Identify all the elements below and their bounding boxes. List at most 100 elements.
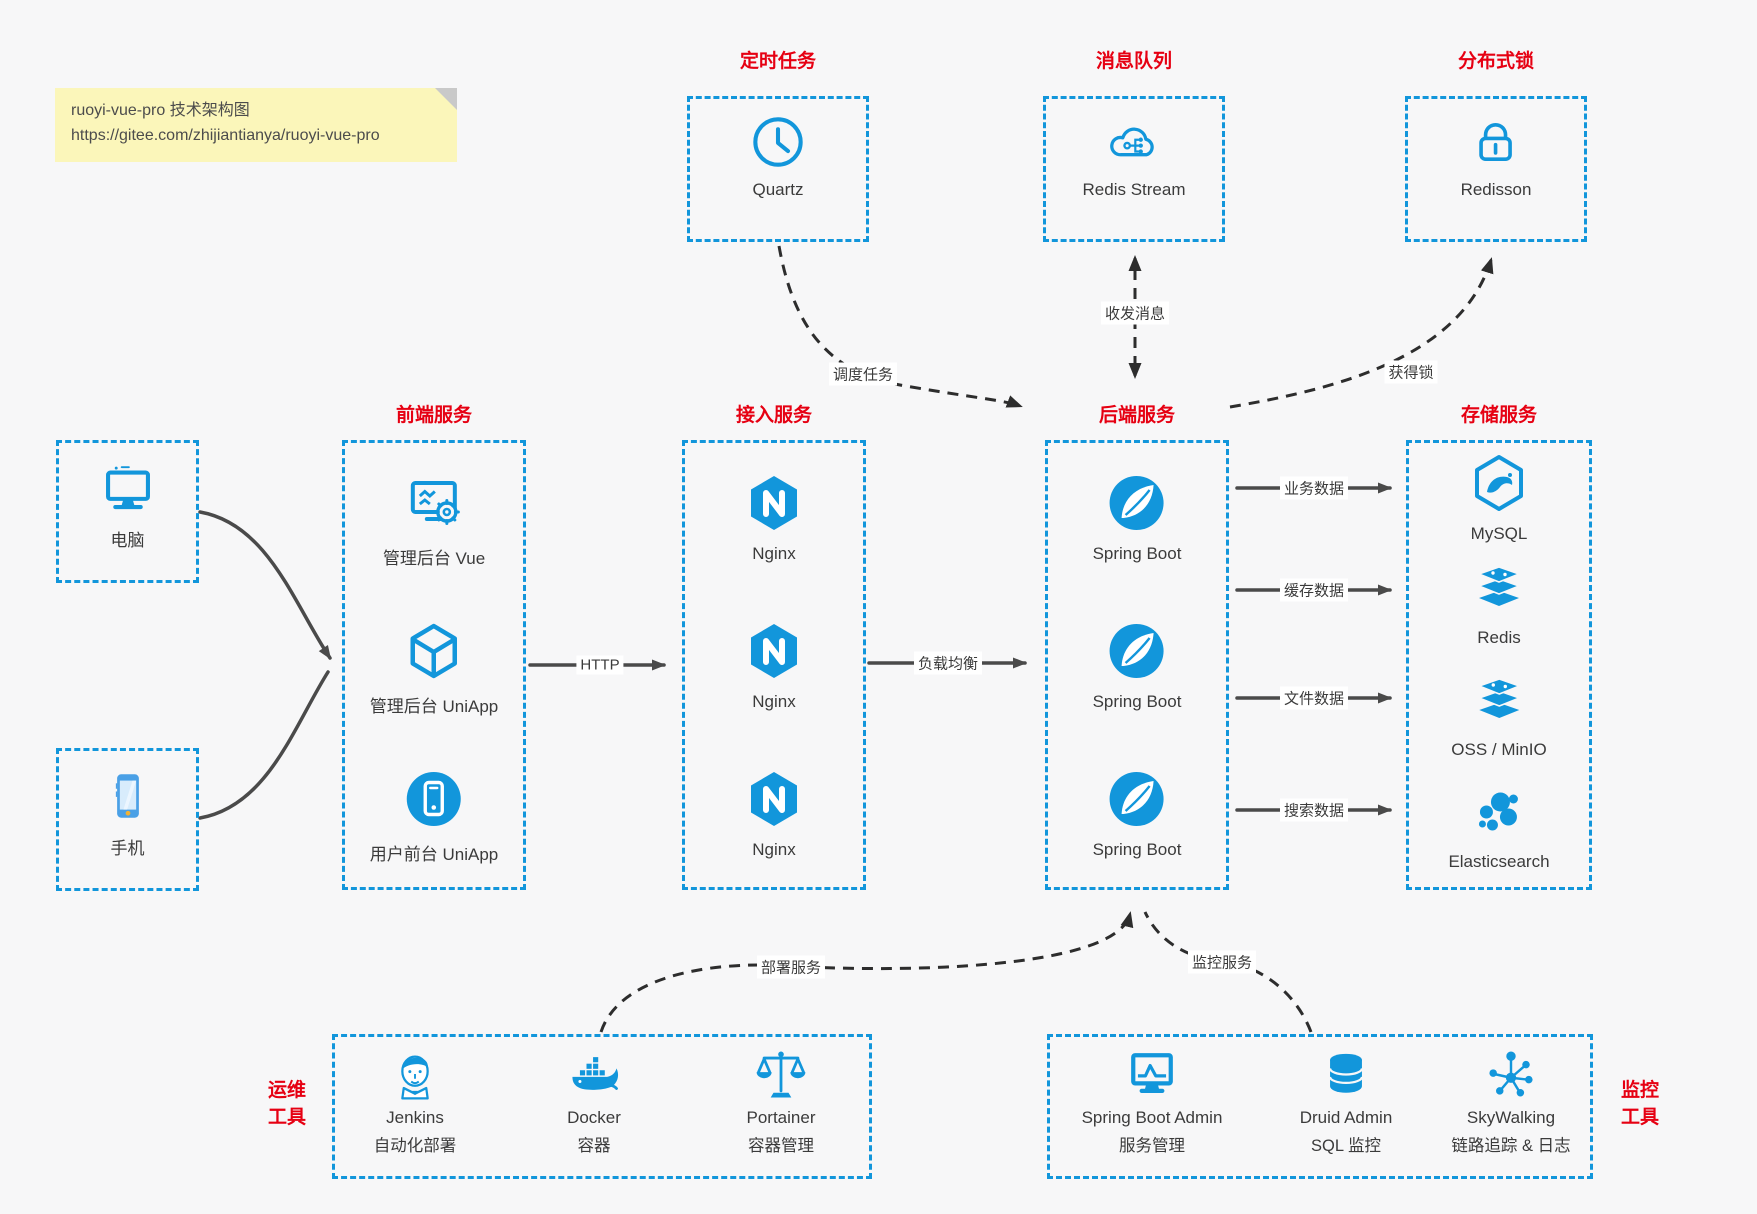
admin-vue-icon <box>411 481 460 525</box>
mysql-icon <box>1475 455 1523 511</box>
nginx-icon <box>751 476 797 530</box>
note-fold-corner <box>435 88 457 110</box>
node-springboot-1: Spring Boot <box>1092 471 1182 564</box>
docker-whale-icon <box>572 1057 619 1090</box>
jenkins-icon <box>401 1055 429 1100</box>
edge-label-monitor: 监控服务 <box>1187 950 1257 974</box>
redis-layers-icon <box>1476 566 1522 606</box>
edge-label-cache-data: 缓存数据 <box>1279 578 1349 602</box>
ops-title-line1: 运维 <box>267 1080 306 1101</box>
edge-label-message: 收发消息 <box>1100 301 1170 325</box>
box-frontend: 管理后台 Vue 管理后台 UniApp 用户前台 UniApp <box>342 440 526 890</box>
monitor-title-line2: 工具 <box>1620 1106 1659 1128</box>
box-scheduler: Quartz <box>687 96 869 242</box>
edge-phone-to-frontend <box>198 670 330 820</box>
edge-pc-to-frontend <box>198 510 332 660</box>
desktop-icon <box>105 466 150 510</box>
uniapp-cube-icon <box>410 623 458 679</box>
box-mq: Redis Stream <box>1043 96 1225 242</box>
group-title-mq: 消息队列 <box>1095 51 1172 72</box>
node-portainer: Portainer 容器管理 <box>701 1044 861 1156</box>
box-lock: Redisson <box>1405 96 1587 242</box>
node-label: Redisson <box>1460 180 1532 199</box>
node-skywalking: SkyWalking 链路追踪 & 日志 <box>1406 1044 1616 1156</box>
edge-label-file-data: 文件数据 <box>1279 686 1349 710</box>
tool-desc: 自动化部署 <box>373 1137 457 1155</box>
node-label: 电脑 <box>110 531 145 550</box>
node-user-uniapp: 用户前台 UniApp <box>370 767 498 865</box>
clock-icon <box>753 117 803 167</box>
tool-name: Docker <box>567 1108 621 1127</box>
tool-desc: 容器管理 <box>748 1137 814 1155</box>
group-title-lock: 分布式锁 <box>1457 51 1534 72</box>
edge-label-http: HTTP <box>576 655 624 675</box>
node-label: Spring Boot <box>1092 692 1182 711</box>
edge-label-load-balance: 负载均衡 <box>913 651 983 675</box>
node-label: Nginx <box>752 840 796 859</box>
tool-name: Jenkins <box>386 1108 444 1127</box>
node-pc: 电脑 <box>99 459 157 551</box>
node-jenkins: Jenkins 自动化部署 <box>335 1044 495 1156</box>
node-label: Redis <box>1477 628 1521 647</box>
node-oss-minio: OSS / MinIO <box>1451 667 1547 760</box>
database-icon <box>1328 1053 1364 1093</box>
node-redisson: Redisson <box>1460 113 1532 200</box>
node-quartz: Quartz <box>749 113 807 200</box>
note-title: ruoyi-vue-pro 技术架构图 <box>71 102 250 119</box>
node-label: 管理后台 Vue <box>382 549 486 568</box>
group-title-scheduler: 定时任务 <box>739 51 816 72</box>
column-title-frontend: 前端服务 <box>395 405 472 426</box>
column-title-storage: 存储服务 <box>1460 405 1537 426</box>
elasticsearch-icon <box>1478 792 1518 831</box>
node-label: Nginx <box>752 544 796 563</box>
node-spring-boot-admin: Spring Boot Admin 服务管理 <box>1047 1044 1257 1156</box>
node-label: Spring Boot <box>1092 840 1182 859</box>
spring-boot-icon <box>1110 476 1164 530</box>
node-nginx-2: Nginx <box>742 619 806 712</box>
spring-boot-icon <box>1110 772 1164 826</box>
node-label: Elasticsearch <box>1448 852 1550 871</box>
node-admin-vue: 管理后台 Vue <box>383 471 485 569</box>
column-title-backend: 后端服务 <box>1098 405 1175 426</box>
node-label: 手机 <box>110 839 145 858</box>
tool-name: SkyWalking <box>1466 1108 1556 1127</box>
tool-desc: 容器 <box>577 1137 611 1155</box>
node-redis: Redis <box>1467 555 1531 648</box>
cloud-share-icon <box>1110 127 1155 157</box>
nginx-icon <box>751 772 797 826</box>
spring-boot-icon <box>1110 624 1164 678</box>
node-label: Nginx <box>752 692 796 711</box>
box-gateway: Nginx Nginx Nginx <box>682 440 866 890</box>
edge-deploy <box>599 911 1134 1033</box>
node-label: MySQL <box>1470 524 1528 543</box>
box-backend: Spring Boot Spring Boot Spring Boot <box>1045 440 1229 890</box>
edge-label-deploy: 部署服务 <box>756 955 826 979</box>
edge-lock <box>1229 257 1494 409</box>
node-admin-uniapp: 管理后台 UniApp <box>370 619 498 717</box>
edge-label-schedule: 调度任务 <box>828 362 898 386</box>
node-label: 用户前台 UniApp <box>369 845 499 864</box>
node-redis-stream: Redis Stream <box>1082 113 1186 200</box>
node-springboot-2: Spring Boot <box>1092 619 1182 712</box>
node-mysql: MySQL <box>1467 451 1531 544</box>
monitor-tools-title: 监控 工具 <box>1605 1078 1675 1131</box>
tool-name: Spring Boot Admin <box>1081 1108 1223 1127</box>
box-storage: MySQL Redis OSS / MinIO <box>1406 440 1592 890</box>
ops-tools-title: 运维 工具 <box>252 1078 322 1131</box>
node-label: Redis Stream <box>1082 180 1186 199</box>
box-client-phone: 手机 <box>56 748 199 891</box>
node-docker: Docker 容器 <box>514 1044 674 1156</box>
lock-icon <box>1479 122 1513 162</box>
node-nginx-3: Nginx <box>742 767 806 860</box>
node-druid-admin: Druid Admin SQL 监控 <box>1241 1044 1451 1156</box>
note-url: https://gitee.com/zhijiantianya/ruoyi-vu… <box>71 126 380 144</box>
tool-desc: SQL 监控 <box>1311 1137 1381 1155</box>
node-label: Spring Boot <box>1092 544 1182 563</box>
edge-label-lock: 获得锁 <box>1384 360 1438 384</box>
box-client-pc: 电脑 <box>56 440 199 583</box>
smartphone-icon <box>115 774 139 818</box>
nginx-icon <box>751 624 797 678</box>
storage-layers-icon <box>1476 678 1522 718</box>
node-phone: 手机 <box>99 767 157 859</box>
